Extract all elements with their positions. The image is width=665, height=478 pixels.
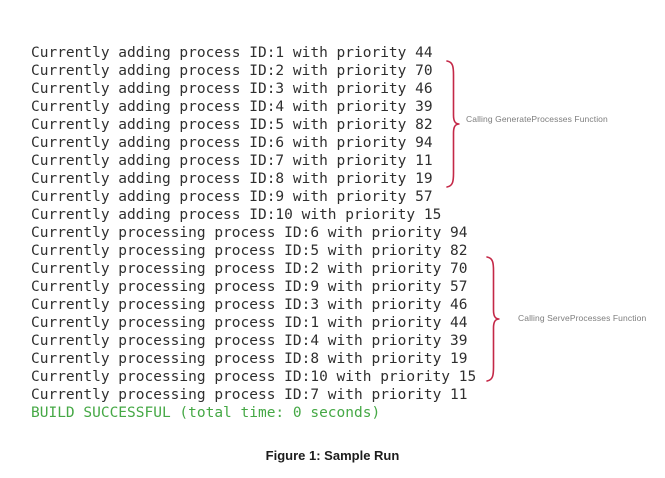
brace-serve-processes [486,256,500,382]
console-line: Currently adding process ID:5 with prior… [31,117,433,133]
console-line: Currently adding process ID:8 with prior… [31,171,433,187]
console-line: Currently processing process ID:3 with p… [31,297,468,313]
figure-caption: Figure 1: Sample Run [265,448,400,463]
console-line: Currently processing process ID:9 with p… [31,279,468,295]
console-line: Currently processing process ID:10 with … [31,369,477,385]
console-line: Currently adding process ID:10 with prio… [31,207,442,223]
console-line: BUILD SUCCESSFUL (total time: 0 seconds) [31,405,381,421]
console-line: Currently adding process ID:1 with prior… [31,45,433,61]
console-line: Currently processing process ID:6 with p… [31,225,468,241]
console-line: Currently adding process ID:4 with prior… [31,99,433,115]
console-line: Currently adding process ID:2 with prior… [31,63,433,79]
console-line: Currently processing process ID:1 with p… [31,315,468,331]
console-output: Currently adding process ID:1 with prior… [31,44,476,422]
console-line: Currently processing process ID:4 with p… [31,333,468,349]
console-line: Currently processing process ID:5 with p… [31,243,468,259]
console-line: Currently adding process ID:9 with prior… [31,189,433,205]
console-line: Currently adding process ID:7 with prior… [31,153,433,169]
console-line: Currently processing process ID:8 with p… [31,351,468,367]
console-line: Currently processing process ID:2 with p… [31,261,468,277]
annotation-generate-processes: Calling GenerateProcesses Function [466,114,608,124]
annotation-serve-processes: Calling ServeProcesses Function [518,313,647,323]
console-line: Currently adding process ID:3 with prior… [31,81,433,97]
console-line: Currently adding process ID:6 with prior… [31,135,433,151]
console-line: Currently processing process ID:7 with p… [31,387,468,403]
